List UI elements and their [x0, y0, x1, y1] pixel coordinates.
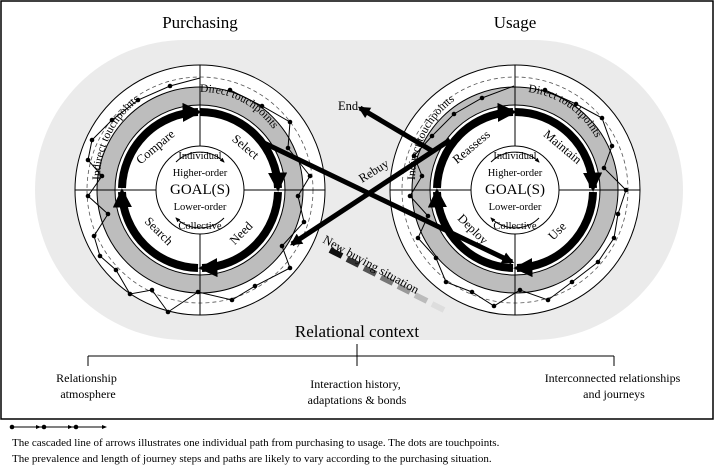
rebuy-arrow: [289, 137, 452, 247]
end-arrow: [357, 105, 436, 155]
inner-lower-order-usage: Lower-order: [489, 202, 542, 213]
context-item-interaction-history: Interaction history, adaptations & bonds: [308, 377, 407, 407]
caption-line-1: The cascaded line of arrows illustrates …: [12, 437, 500, 449]
context-bracket: [87, 344, 615, 366]
inner-collective-usage: Collective: [493, 221, 536, 232]
inner-higher-order: Higher-order: [173, 168, 228, 179]
relational-context-title: Relational context: [295, 322, 419, 341]
purchasing-circle: [74, 64, 326, 316]
context-item-interconnected-relationships: Interconnected relationships and journey…: [545, 371, 684, 401]
context-item-relationship-atmosphere: Relationship atmosphere: [56, 371, 120, 401]
end-label: End: [338, 99, 359, 113]
inner-individual: Individual: [178, 151, 221, 162]
touchpoint-dots-right: [407, 87, 629, 309]
inner-individual-usage: Individual: [493, 151, 536, 162]
inner-lower-order: Lower-order: [174, 202, 227, 213]
inner-collective: Collective: [178, 221, 221, 232]
legend-cascade-icon: [9, 424, 107, 430]
inner-higher-order-usage: Higher-order: [488, 168, 543, 179]
usage-circle: [389, 64, 641, 316]
new-buying-situation-path: [328, 247, 446, 313]
figure-frame: [0, 0, 714, 420]
purchasing-title: Purchasing: [162, 13, 238, 32]
inner-goal-usage: GOAL(S): [485, 182, 545, 198]
caption-line-2: The prevalence and length of journey ste…: [12, 453, 492, 465]
usage-title: Usage: [494, 13, 536, 32]
inner-goal: GOAL(S): [170, 182, 230, 198]
touchpoint-dots-left: [85, 83, 313, 315]
purchase-to-usage-arrow: [260, 139, 515, 265]
